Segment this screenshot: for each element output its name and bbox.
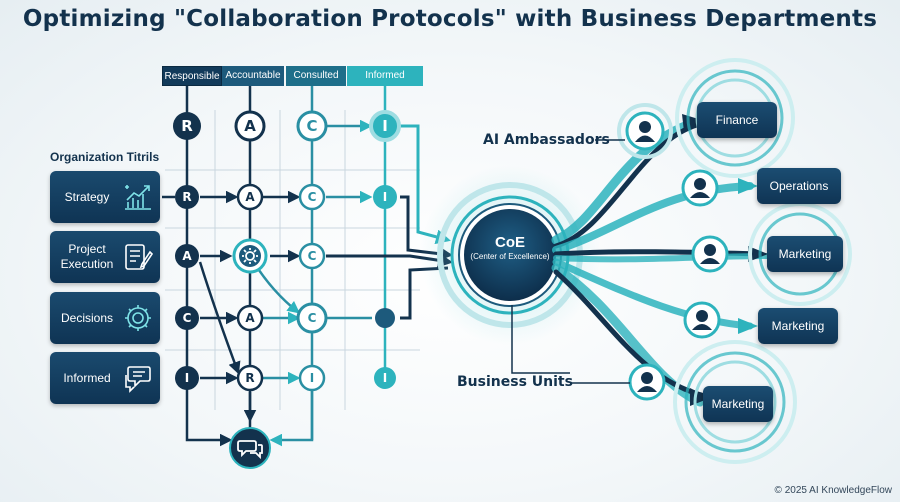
department-finance: Finance bbox=[697, 102, 777, 138]
legend-informed: Informed bbox=[347, 66, 423, 86]
org-row-strategy: Strategy bbox=[50, 171, 160, 223]
org-row-decisions: Decisions bbox=[50, 292, 160, 344]
coe-subtitle: (Center of Excellence) bbox=[470, 252, 550, 261]
department-marketing: Marketing bbox=[758, 308, 838, 344]
raci-cell: A bbox=[245, 311, 255, 325]
label-connectors bbox=[511, 139, 630, 384]
raci-cell-circles bbox=[175, 183, 397, 469]
raci-cell: C bbox=[308, 311, 317, 325]
business-units-label: Business Units bbox=[457, 374, 573, 390]
raci-header-i: I bbox=[382, 117, 388, 135]
raci-header-circles bbox=[173, 110, 401, 142]
chat-bubble-icon bbox=[237, 440, 263, 460]
person-icon bbox=[628, 363, 666, 401]
department-marketing: Marketing bbox=[767, 236, 843, 272]
org-row-label: Project Execution bbox=[60, 242, 114, 271]
coe-rings bbox=[420, 165, 600, 345]
legend-accountable: Accountable bbox=[222, 66, 284, 86]
raci-header-a: A bbox=[244, 117, 256, 135]
raci-column-lines bbox=[185, 86, 387, 447]
org-row-label: Informed bbox=[63, 370, 111, 385]
raci-header-r: R bbox=[181, 117, 193, 135]
person-icon bbox=[681, 169, 719, 207]
raci-cell: I bbox=[185, 371, 189, 385]
raci-cell: I bbox=[383, 190, 387, 204]
org-heading: Organization Titrils bbox=[50, 150, 160, 164]
raci-grid bbox=[165, 110, 420, 410]
raci-cell: R bbox=[182, 190, 191, 204]
raci-cell: C bbox=[183, 311, 192, 325]
org-row-label: Decisions bbox=[60, 310, 114, 325]
person-icon bbox=[683, 301, 721, 339]
ambassadors-label: AI Ambassadors bbox=[483, 132, 610, 148]
chart-growth-icon bbox=[125, 185, 151, 210]
chat-bubble-icon bbox=[125, 366, 151, 393]
raci-cell: C bbox=[308, 190, 317, 204]
raci-cell: I bbox=[383, 371, 387, 385]
raci-row-arrows bbox=[162, 119, 373, 423]
raci-cell: I bbox=[310, 371, 314, 385]
department-operations: Operations bbox=[757, 168, 841, 204]
org-row-informed: Informed bbox=[50, 352, 160, 404]
gear-icon bbox=[125, 305, 151, 331]
person-icon bbox=[617, 103, 673, 159]
gear-icon bbox=[242, 248, 258, 264]
org-row-project-execution: Project Execution bbox=[50, 231, 160, 283]
legend-consulted: Consulted bbox=[286, 66, 346, 86]
page-title: Optimizing "Collaboration Protocols" wit… bbox=[22, 6, 878, 32]
person-icon bbox=[691, 235, 729, 273]
coe-title: CoE bbox=[495, 234, 525, 251]
raci-header-c: C bbox=[306, 117, 317, 135]
footer-copyright: © 2025 AI KnowledgeFlow bbox=[774, 485, 892, 496]
raci-cell: R bbox=[245, 371, 254, 385]
checklist-icon bbox=[125, 244, 154, 270]
raci-cell: A bbox=[182, 249, 192, 263]
legend-responsible: Responsible bbox=[162, 66, 222, 86]
department-marketing: Marketing bbox=[703, 386, 773, 422]
ambassador-avatars bbox=[617, 103, 729, 401]
raci-cell: C bbox=[308, 249, 317, 263]
raci-cell: A bbox=[245, 190, 255, 204]
org-row-label: Strategy bbox=[64, 189, 110, 204]
